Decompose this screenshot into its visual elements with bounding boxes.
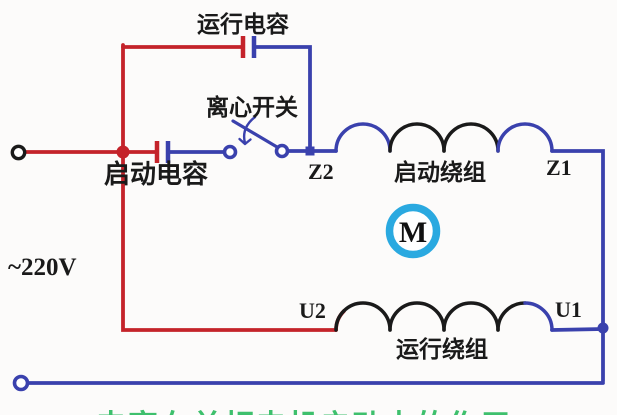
terminal-u1-label: U1 <box>555 297 582 322</box>
z2-junction-node <box>305 146 315 156</box>
running-winding-arc-4-left <box>496 301 527 332</box>
starting-winding-arc-2 <box>388 122 446 153</box>
phase-junction-node <box>116 145 130 159</box>
supply-voltage-label: ~220V <box>8 254 77 281</box>
starting-winding-arc-4 <box>496 122 554 153</box>
u1-junction-node <box>597 322 609 334</box>
terminal-z2-label: Z2 <box>308 159 334 184</box>
neutral-terminal <box>12 374 30 392</box>
running-winding-arc-3 <box>442 301 500 332</box>
terminal-u2-label: U2 <box>299 298 326 323</box>
switch-blade <box>231 119 279 149</box>
starting-winding-label: 启动绕组 <box>394 159 486 185</box>
switch-arrowhead <box>238 137 252 146</box>
motor-letter: M <box>398 216 428 249</box>
starting-winding-arc-3 <box>442 122 500 153</box>
running-winding-lead-right <box>550 327 605 332</box>
bottom-title: 电容在单相电机启动中的作用 <box>0 401 607 415</box>
phase-terminal <box>10 144 27 161</box>
running-winding-arc-4-right <box>523 301 554 332</box>
centrifugal-switch-label: 离心开关 <box>206 94 298 120</box>
running-capacitor-label: 运行电容 <box>197 11 289 37</box>
starting-capacitor-label: 启动电容 <box>104 159 209 189</box>
running-capacitor-right-lead <box>254 45 312 148</box>
starting-winding-arc-1 <box>334 122 392 153</box>
terminal-z1-label: Z1 <box>546 155 572 180</box>
phase-down-wire <box>121 150 338 332</box>
switch-contact-left <box>222 144 238 160</box>
running-winding-arc-2 <box>388 301 446 332</box>
running-winding-arc-1 <box>334 301 392 332</box>
right-side-wire <box>550 149 605 383</box>
running-winding-label: 运行绕组 <box>396 336 488 362</box>
switch-actuation-arrow <box>242 115 257 145</box>
motor-circle <box>385 203 441 259</box>
